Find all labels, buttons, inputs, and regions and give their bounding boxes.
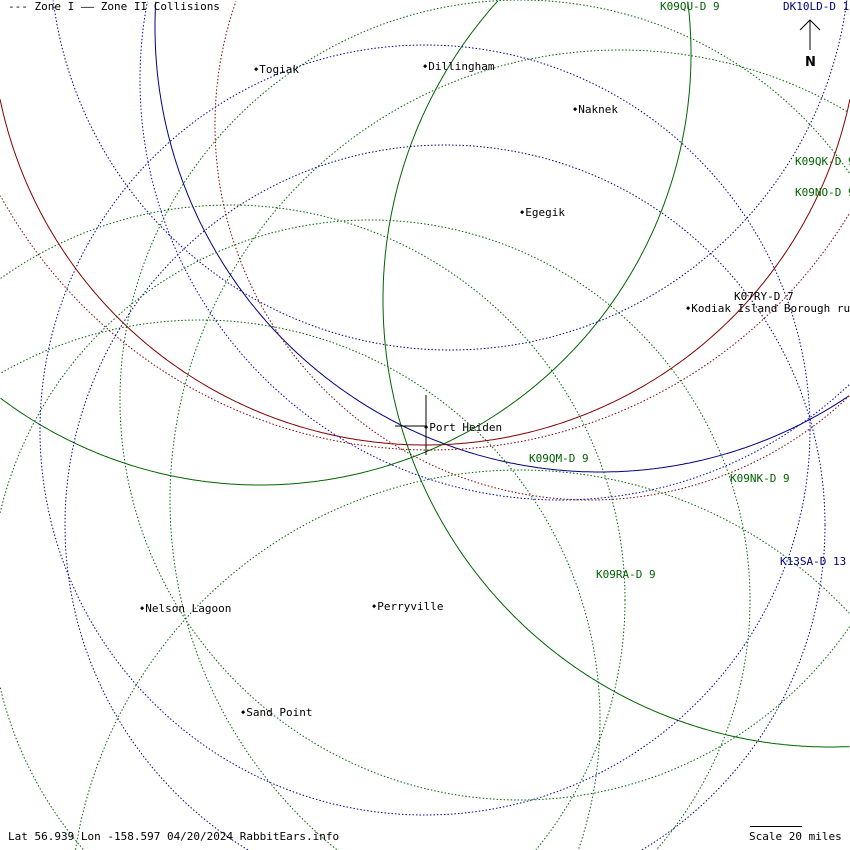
station-label[interactable]: K09NK-D 9 [730,472,790,485]
compass-label: N [805,55,816,70]
contour-dotted-green-5 [169,49,849,850]
station-label[interactable]: K09NO-D 9 [795,186,850,199]
contour-solid-red [0,99,850,446]
contour-solid-green-1 [0,1,692,486]
city-label: Togiak [254,63,299,76]
contour-dotted-red-1 [214,1,850,501]
station-label[interactable]: K09QK-D 9 [795,155,850,168]
contour-dotted-blue-4 [52,0,848,351]
scale-label: Scale 20 miles [749,830,842,843]
contour-dotted-blue-1 [39,44,811,816]
station-label[interactable]: K07RY-D 7 [734,290,794,303]
contour-dotted-green-2 [0,219,751,850]
contour-dotted-green-6 [75,469,850,850]
station-label[interactable]: K13SA-D 13 [780,555,847,568]
city-label: Dillingham [423,60,494,73]
contour-dotted-blue-2 [64,144,826,850]
contour-solid-blue [154,1,850,473]
station-label[interactable]: K09RA-D 9 [596,568,656,581]
legend-zone1: --- Zone I [8,0,75,13]
city-label: Kodiak Island Borough rura [686,302,850,315]
city-label: Perryville [372,600,443,613]
scale-bar [750,826,802,827]
station-label[interactable]: K09QU-D 9 [660,0,720,13]
city-label: Naknek [573,103,618,116]
city-label: Egegik [520,206,565,219]
contour-dotted-green-1 [0,204,626,850]
legend: --- Zone I —— Zone II Collisions [8,1,220,13]
city-label: Nelson Lagoon [140,602,231,615]
north-arrow-icon [799,19,821,50]
crosshair [395,395,427,455]
contour-dotted-green-3 [1,319,601,849]
station-label[interactable]: K09QM-D 9 [529,452,589,465]
contour-dotted-red-2 [0,195,850,451]
city-label: Sand Point [241,706,312,719]
contour-dotted-green-4 [119,0,850,801]
station-label[interactable]: DK10LD-D 10 [783,0,850,13]
coordinates-readout: Lat 56.939 Lon -158.597 04/20/2024 Rabbi… [8,830,340,843]
city-label: Port Heiden [424,421,502,434]
contour-dotted-blue-3 [139,1,850,501]
legend-zone2: —— Zone II Collisions [80,0,220,13]
